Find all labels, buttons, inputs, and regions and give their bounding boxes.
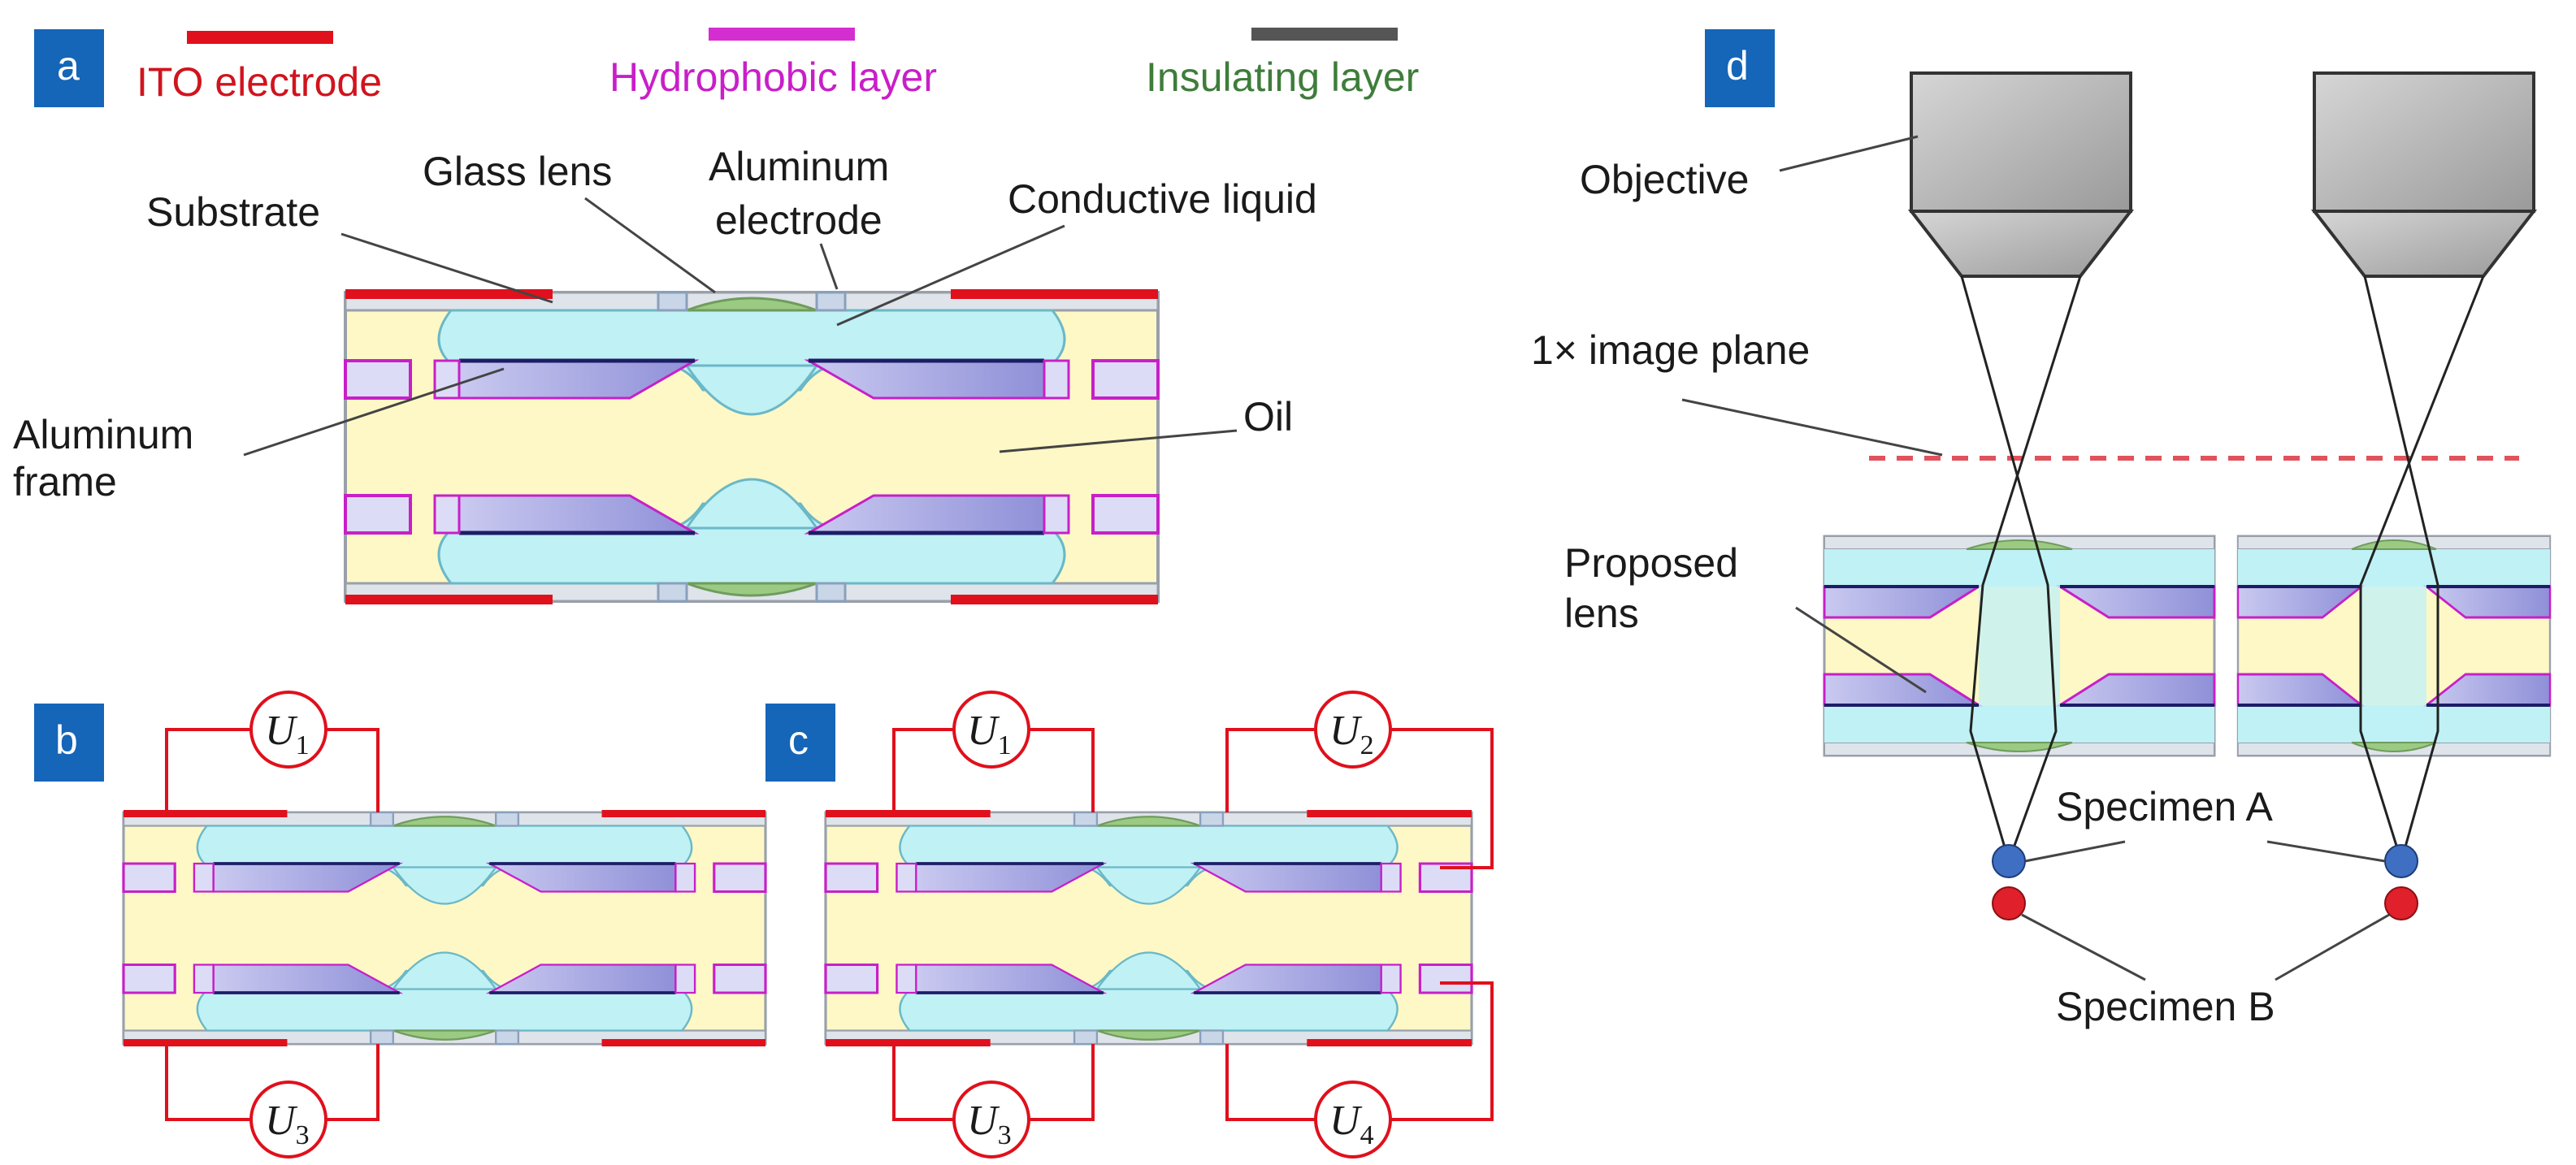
ito-legend-swatch <box>187 31 333 44</box>
image-plane-label: 1× image plane <box>1531 327 1810 373</box>
panel-tag-b <box>34 704 104 782</box>
specimen-b-right <box>2384 886 2418 920</box>
panel-b: b U1 U3 <box>34 691 767 1159</box>
u4-source-c <box>1314 1081 1392 1159</box>
panel-a: a Substrate Glass lens Aluminum electrod… <box>13 29 1317 604</box>
lens-cross-section-a <box>345 289 1158 604</box>
specimen-a-label: Specimen A <box>2056 784 2273 829</box>
aluminum-electrode-leader <box>819 243 839 290</box>
specimen-b-left <box>1992 886 2026 920</box>
proposed-lens-left <box>1823 535 2216 757</box>
u3-circuit-c <box>892 1044 1095 1121</box>
u1-circuit-b <box>165 728 379 812</box>
insulating-legend-swatch <box>1251 28 1398 41</box>
u4-label-c: U4 <box>1329 1098 1374 1150</box>
substrate-label: Substrate <box>146 189 320 235</box>
ray-cone-left <box>1960 275 2082 862</box>
aluminum-frame-label-1: Aluminum <box>13 412 193 457</box>
u3-label-b: U3 <box>265 1098 310 1150</box>
aluminum-frame-label-2: frame <box>13 459 117 505</box>
specimen-b-leader-right <box>2275 913 2390 981</box>
conductive-liquid-leader <box>836 224 1065 327</box>
u1-label-b: U1 <box>265 708 310 760</box>
specimen-a-right <box>2384 844 2418 878</box>
u3-source-b <box>249 1081 327 1159</box>
aluminum-electrode-label-1: Aluminum <box>709 144 889 189</box>
u4-circuit-c <box>1225 981 1494 1121</box>
u2-source-c <box>1314 691 1392 769</box>
glass-lens-label: Glass lens <box>423 149 612 194</box>
objective-label: Objective <box>1580 157 1749 202</box>
panel-tag-b-text: b <box>55 717 78 763</box>
proposed-lens-right <box>2236 535 2552 757</box>
substrate-leader <box>340 232 553 304</box>
proposed-lens-label-1: Proposed <box>1564 540 1738 586</box>
panel-tag-d <box>1705 29 1775 107</box>
panel-tag-a <box>34 29 104 107</box>
aluminum-electrode-label-2: electrode <box>715 197 883 243</box>
u3-label-c: U3 <box>967 1098 1012 1150</box>
u2-circuit-c <box>1225 728 1494 869</box>
hydrophobic-legend-swatch <box>709 28 855 41</box>
u3-circuit-b <box>165 1044 379 1121</box>
panel-tag-c-text: c <box>788 717 809 763</box>
glass-lens-leader <box>584 197 716 294</box>
u3-source-c <box>952 1081 1030 1159</box>
panel-tag-a-text: a <box>57 43 80 89</box>
panel-c: c U1 U2 U3 U4 <box>765 691 1494 1159</box>
oil-label: Oil <box>1243 394 1293 440</box>
proposed-lens-label-2: lens <box>1564 591 1639 636</box>
specimen-a-left <box>1992 844 2026 878</box>
u1-circuit-c <box>892 728 1095 812</box>
specimen-b-leader-left <box>2021 913 2146 981</box>
objective-right <box>2310 71 2538 278</box>
specimen-b-label: Specimen B <box>2056 984 2275 1029</box>
panel-tag-d-text: d <box>1726 43 1749 89</box>
panel-tag-c <box>765 704 835 782</box>
specimen-a-leader-right <box>2266 840 2386 863</box>
legend: ITO electrode Hydrophobic layer Insulati… <box>137 28 1419 105</box>
aluminum-frame-leader <box>243 367 505 457</box>
u2-label-c: U2 <box>1329 708 1374 760</box>
objective-left <box>1907 71 2135 278</box>
objective-leader <box>1779 135 1919 172</box>
u1-label-c: U1 <box>967 708 1012 760</box>
conductive-liquid-label: Conductive liquid <box>1008 176 1317 222</box>
lens-cross-section-c <box>824 808 1473 1048</box>
insulating-legend-label: Insulating layer <box>1146 54 1419 100</box>
u1-source-c <box>952 691 1030 769</box>
lens-cross-section-b <box>122 808 767 1048</box>
ito-legend-label: ITO electrode <box>137 59 382 105</box>
oil-leader <box>999 429 1238 453</box>
specimen-a-leader-left <box>2024 840 2126 863</box>
ray-cone-right <box>2359 275 2485 862</box>
hydrophobic-legend-label: Hydrophobic layer <box>609 54 937 100</box>
image-plane-leader <box>1681 398 1943 457</box>
panel-d: d Objective 1× image plane Proposed lens <box>1531 29 2552 1029</box>
u1-source-b <box>249 691 327 769</box>
proposed-lens-leader <box>1795 606 1927 694</box>
